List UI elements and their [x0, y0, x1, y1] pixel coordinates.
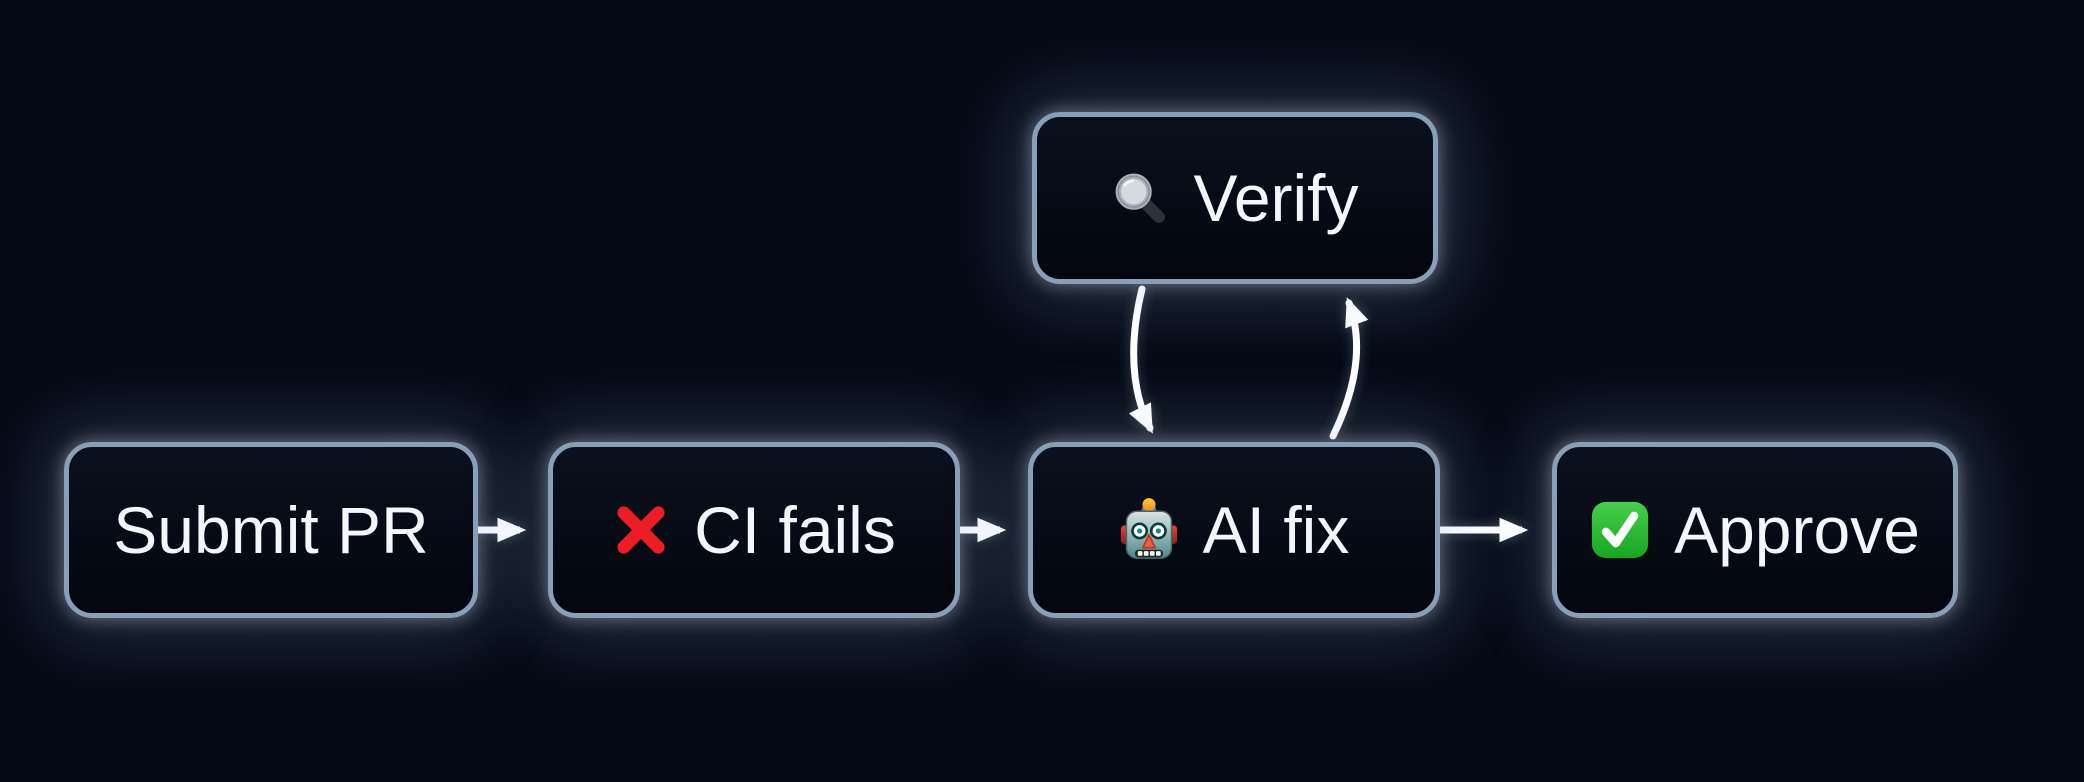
node-label-ci-fails: CI fails — [694, 493, 896, 567]
node-label-ai-fix: AI fix — [1202, 493, 1350, 567]
node-label-verify: Verify — [1193, 161, 1359, 235]
node-ci-fails: CI fails — [548, 442, 960, 618]
node-ai-fix: AI fix — [1028, 442, 1440, 618]
cross-mark-icon — [612, 501, 670, 559]
edge-verify-to-aifix — [1128, 285, 1154, 434]
node-label-submit-pr: Submit PR — [113, 493, 429, 567]
node-approve: Approve — [1552, 442, 1958, 618]
magnifying-glass-icon — [1111, 169, 1169, 227]
check-mark-icon — [1590, 500, 1650, 560]
edge-aifix-to-verify — [1329, 297, 1369, 440]
robot-icon — [1119, 496, 1179, 564]
node-verify: Verify — [1032, 112, 1438, 284]
node-label-approve: Approve — [1674, 493, 1920, 567]
node-submit-pr: Submit PR — [64, 442, 478, 618]
